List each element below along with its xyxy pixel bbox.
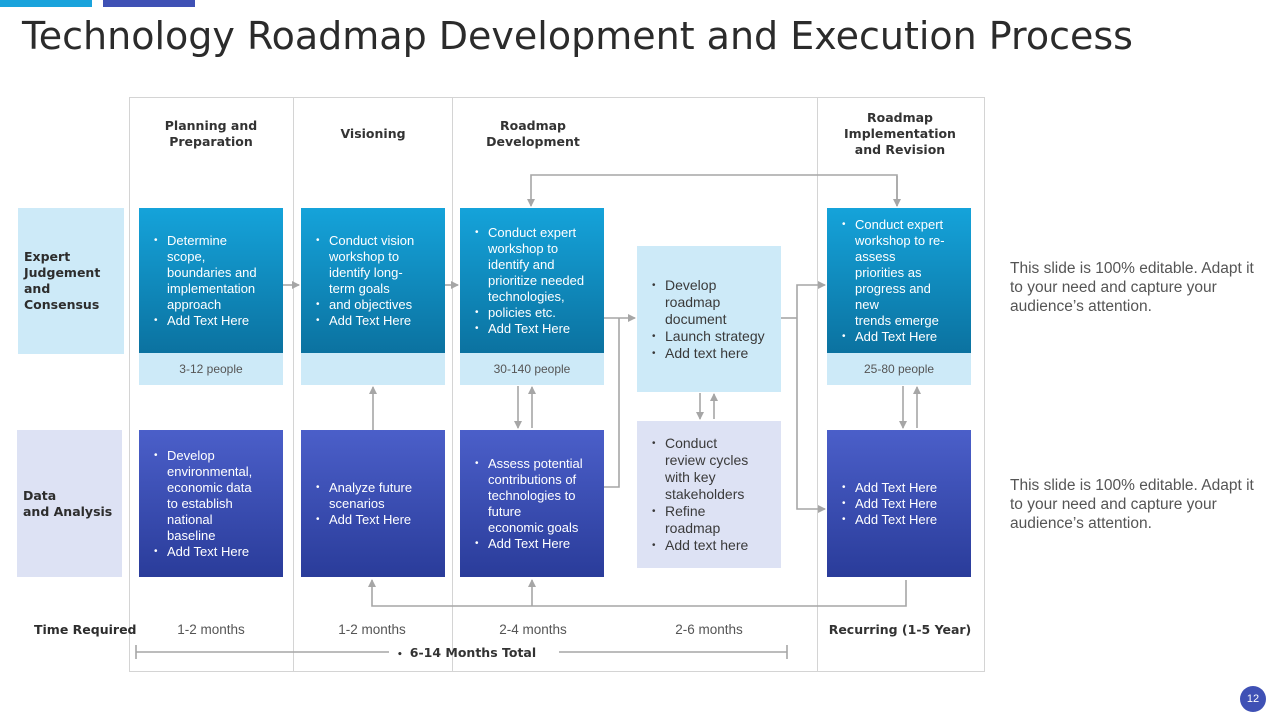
list-item: Develop environmental, economic data to … (153, 448, 252, 544)
column-header-implementation: Roadmap Implementation and Revision (844, 110, 956, 157)
list-item: Conduct expert workshop to identify and … (474, 225, 584, 305)
side-note-bottom: This slide is 100% editable. Adapt it to… (1010, 477, 1254, 532)
list-item: and objectives (315, 297, 414, 313)
list-item: Add Text Here (153, 544, 252, 560)
list-item: Add Text Here (474, 536, 583, 552)
time-planning: 1-2 months (177, 622, 245, 637)
list-item: Add text here (651, 537, 748, 554)
data-box-roadmap-development: Assess potential contributions of techno… (460, 430, 604, 577)
list-item: Conduct vision workshop to identify long… (315, 233, 414, 297)
data-box-visioning: Analyze future scenariosAdd Text Here (301, 430, 445, 577)
page-title: Technology Roadmap Development and Execu… (22, 14, 1133, 58)
row-label-time: Time Required (34, 622, 137, 637)
list-item: Refine roadmap (651, 503, 748, 537)
total-duration-label: 6-14 Months Total (409, 645, 537, 660)
list-item: policies etc. (474, 305, 584, 321)
column-header-roadmap-development: Roadmap Development (486, 118, 580, 149)
people-count-implementation: 25-80 people (827, 353, 971, 385)
list-item: Add Text Here (841, 480, 937, 496)
expert-box-roadmap-development: Conduct expert workshop to identify and … (460, 208, 604, 353)
list-item: Conduct expert workshop to re- assess pr… (841, 217, 945, 329)
accent-bar-navy (103, 0, 195, 7)
list-item: Assess potential contributions of techno… (474, 456, 583, 536)
column-header-visioning: Visioning (340, 126, 406, 141)
list-item: Add Text Here (315, 512, 412, 528)
time-implementation: Recurring (1-5 Year) (828, 622, 972, 637)
expert-box-implementation: Conduct expert workshop to re- assess pr… (827, 208, 971, 353)
people-count-roadmap-development: 30-140 people (460, 353, 604, 385)
people-count-visioning (301, 353, 445, 385)
people-count-planning: 3-12 people (139, 353, 283, 385)
time-middle: 2-6 months (675, 622, 743, 637)
list-item: Conduct review cycles with key stakehold… (651, 435, 748, 503)
time-roadmap-development: 2-4 months (499, 622, 567, 637)
list-item: Add Text Here (841, 496, 937, 512)
review-cycles-box: Conduct review cycles with key stakehold… (637, 421, 781, 568)
row-label-expert: Expert Judgement and Consensus (18, 208, 124, 354)
data-box-planning: Develop environmental, economic data to … (139, 430, 283, 577)
row-label-data: Data and Analysis (17, 430, 122, 577)
list-item: Add Text Here (315, 313, 414, 329)
list-item: Develop roadmap document (651, 277, 765, 328)
list-item: Determine scope, boundaries and implemen… (153, 233, 257, 313)
roadmap-document-box: Develop roadmap documentLaunch strategyA… (637, 246, 781, 392)
accent-bar-cyan (0, 0, 92, 7)
list-item: Add Text Here (841, 512, 937, 528)
bullet-icon: • (397, 650, 403, 660)
list-item: Add Text Here (474, 321, 584, 337)
list-item: Launch strategy (651, 328, 765, 345)
list-item: Add Text Here (153, 313, 257, 329)
list-item: Analyze future scenarios (315, 480, 412, 512)
column-header-planning: Planning and Preparation (164, 118, 258, 149)
data-box-implementation: Add Text HereAdd Text HereAdd Text Here (827, 430, 971, 577)
expert-box-visioning: Conduct vision workshop to identify long… (301, 208, 445, 353)
side-note-top: This slide is 100% editable. Adapt it to… (1010, 260, 1254, 315)
total-duration: • 6-14 Months Total (397, 645, 536, 660)
list-item: Add text here (651, 345, 765, 362)
expert-box-planning: Determine scope, boundaries and implemen… (139, 208, 283, 353)
time-visioning: 1-2 months (338, 622, 406, 637)
list-item: Add Text Here (841, 329, 945, 345)
page-number: 12 (1240, 686, 1266, 712)
